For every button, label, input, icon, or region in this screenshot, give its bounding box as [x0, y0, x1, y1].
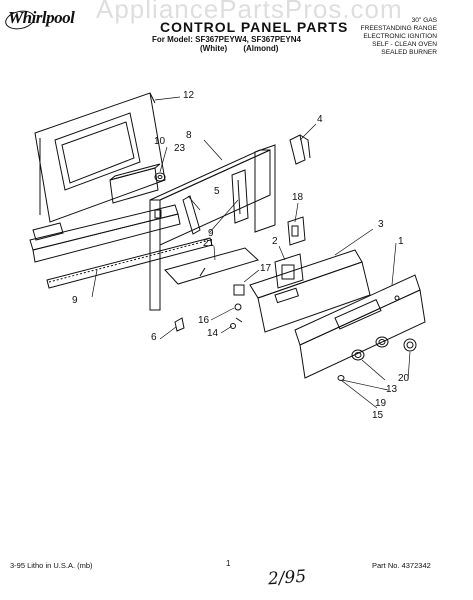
callout-19: 19: [375, 398, 387, 409]
callout-14: 14: [207, 328, 219, 339]
whirlpool-logo: Whirlpool: [3, 8, 75, 32]
callout-10: 9: [208, 228, 214, 239]
part-1-front-panel: [294, 274, 426, 379]
callout-12: 10: [154, 136, 166, 147]
footer-page-number: 1: [226, 559, 231, 568]
model-line: For Model: SF367PEYW4, SF367PEYN4: [152, 35, 301, 44]
part-4-bracket: [289, 134, 311, 165]
footer-part-number: Part No. 4372342: [372, 561, 431, 570]
parts-13-19-20-knobs: [337, 336, 417, 381]
part-21-brace: [164, 247, 259, 285]
watermark-text: AppliancePartsPros.com: [96, 0, 403, 24]
handwritten-date: 2/95: [267, 566, 307, 590]
leader-lines: [91, 96, 411, 409]
callout-13: 13: [386, 384, 398, 395]
part-5-clip: [182, 195, 201, 235]
callout-5: 5: [214, 186, 220, 197]
part-12-insulation: [109, 163, 161, 204]
callout-17: 17: [260, 263, 272, 274]
callout-23: 23: [174, 143, 186, 154]
spec-line: SELF - CLEAN OVEN: [372, 41, 437, 48]
callout-9: 9: [72, 295, 78, 306]
callout-1: 1: [398, 236, 404, 247]
part-11-shield: [34, 92, 166, 223]
part-23-nut: [154, 172, 166, 182]
spec-line: SEALED BURNER: [381, 49, 437, 56]
spec-line: FREESTANDING RANGE: [360, 25, 437, 32]
brand-name: Whirlpool: [8, 8, 75, 27]
color-labels: (White) (Almond): [200, 44, 278, 53]
part-8-frame: [149, 144, 276, 311]
callout-6: 6: [151, 332, 157, 343]
callout-18: 18: [292, 192, 304, 203]
part-18-switch: [287, 216, 306, 246]
color-white: (White): [200, 44, 228, 53]
spec-line: 30" GAS: [411, 17, 437, 24]
callout-20: 20: [398, 373, 410, 384]
part-2-control: [274, 253, 304, 289]
callout-21: 21: [203, 238, 215, 249]
callout-16: 16: [198, 315, 210, 326]
color-almond: (Almond): [243, 44, 279, 53]
page-title: CONTROL PANEL PARTS: [160, 19, 349, 35]
callout-4: 4: [317, 114, 323, 125]
part-6-clip: [174, 317, 185, 332]
footer-print-info: 3-95 Litho in U.S.A. (mb): [10, 561, 93, 570]
callout-3: 3: [378, 219, 384, 230]
parts-14-16-17-hardware: [230, 284, 245, 329]
part-10-bracket: [231, 169, 249, 224]
callout-2: 2: [272, 236, 278, 247]
spec-block: 30" GAS FREESTANDING RANGE ELECTRONIC IG…: [345, 17, 437, 57]
callout-15: 15: [372, 410, 384, 421]
part-9-bracket: [29, 204, 213, 289]
callout-11: 12: [183, 90, 195, 101]
part-3-panel: [249, 249, 371, 333]
callout-8: 8: [186, 130, 192, 141]
spec-line: ELECTRONIC IGNITION: [363, 33, 437, 40]
